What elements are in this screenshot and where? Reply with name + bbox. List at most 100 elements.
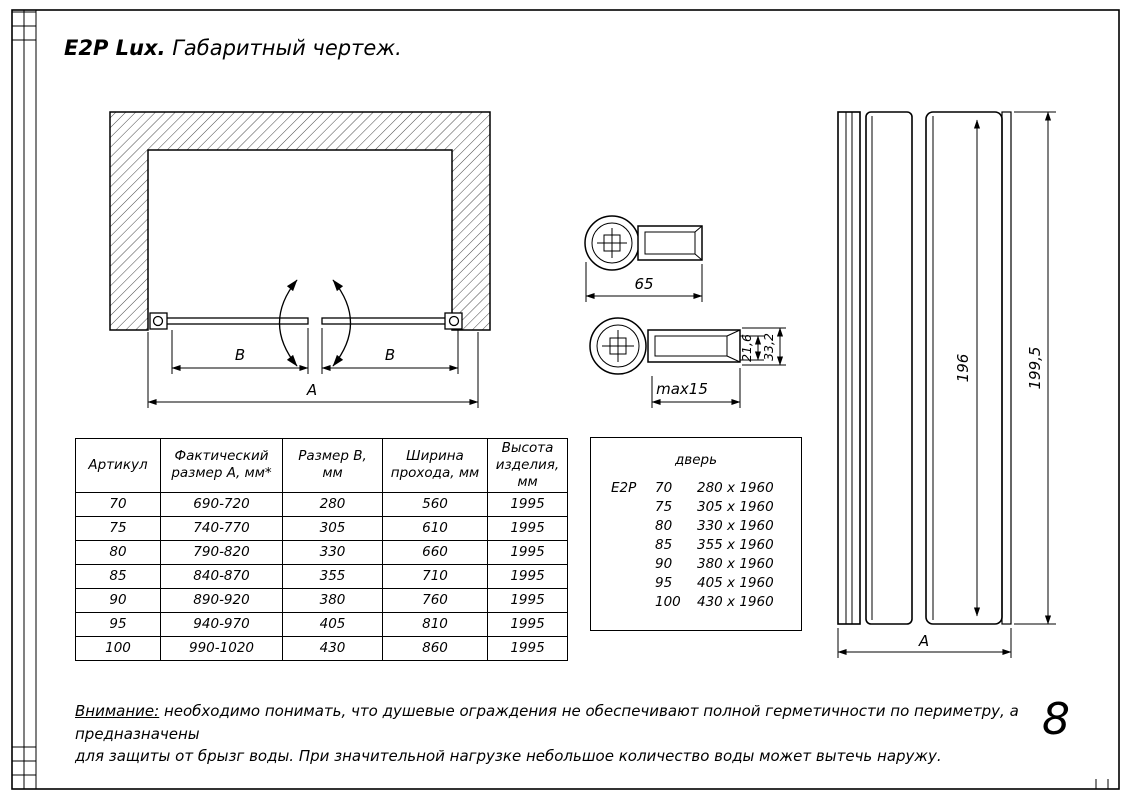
door-size-row: 100 430 x 1960	[591, 593, 801, 612]
col-header-article: Артикул	[75, 438, 161, 493]
door-dims: 380 x 1960	[697, 556, 774, 572]
profile-section-top	[584, 215, 703, 271]
dim-profile-max: max15	[656, 380, 708, 398]
table-cell: 990-1020	[160, 635, 283, 661]
dim-a-side: A	[918, 632, 929, 650]
door-dims: 280 x 1960	[697, 480, 774, 496]
door-size: 100	[655, 594, 681, 610]
door-series	[611, 517, 655, 536]
table-cell: 90	[75, 587, 161, 613]
table-cell: 1995	[487, 635, 568, 661]
table-cell: 1995	[487, 611, 568, 637]
col-header-height: Высота изделия, мм	[487, 438, 568, 493]
dim-a-plan: A	[306, 381, 317, 399]
door-size: 80	[655, 518, 673, 534]
table-cell: 610	[382, 515, 488, 541]
table-cell: 330	[282, 539, 383, 565]
dim-b-right: B	[385, 346, 395, 364]
door-size: 85	[655, 537, 673, 553]
table-cell: 560	[382, 491, 488, 517]
table-cell: 740-770	[160, 515, 283, 541]
dim-profile-inner: 21,6	[739, 334, 754, 362]
warning-label: Внимание:	[75, 702, 160, 720]
dim-side-inner-height: 196	[954, 354, 972, 383]
table-cell: 430	[282, 635, 383, 661]
door-series	[611, 574, 655, 593]
plan-view-doors	[149, 312, 463, 330]
size-table: Артикул Фактический размер А, мм* Размер…	[75, 438, 568, 661]
table-cell: 790-820	[160, 539, 283, 565]
table-cell: 355	[282, 563, 383, 589]
door-series	[611, 498, 655, 517]
dim-profile-width: 65	[634, 275, 653, 293]
table-cell: 85	[75, 563, 161, 589]
table-cell: 95	[75, 611, 161, 637]
door-box-title: дверь	[674, 452, 718, 468]
title-rest: Габаритный чертеж.	[165, 36, 402, 60]
table-cell: 940-970	[160, 611, 283, 637]
col-header-size-a: Фактический размер А, мм*	[160, 438, 283, 493]
size-table-header-row: Артикул Фактический размер А, мм* Размер…	[75, 438, 568, 493]
door-dims: 430 x 1960	[697, 594, 774, 610]
warning-line1: необходимо понимать, что душевые огражде…	[75, 702, 1019, 743]
table-cell: 890-920	[160, 587, 283, 613]
door-size-row: 90 380 x 1960	[591, 555, 801, 574]
door-series	[611, 536, 655, 555]
table-cell: 405	[282, 611, 383, 637]
door-size-row: E2P 70 280 x 1960	[591, 479, 801, 498]
table-cell: 860	[382, 635, 488, 661]
profile-bottom-dimensions	[651, 327, 786, 408]
door-swing-arcs	[278, 279, 352, 367]
side-view-dimensions	[837, 111, 1056, 658]
door-series	[611, 555, 655, 574]
table-cell: 1995	[487, 515, 568, 541]
plan-dimensions	[147, 328, 479, 408]
table-cell: 660	[382, 539, 488, 565]
dim-profile-outer: 33,2	[761, 333, 776, 361]
table-cell: 810	[382, 611, 488, 637]
profile-section-bottom	[589, 317, 741, 375]
dim-side-outer-height: 199,5	[1026, 347, 1044, 390]
door-series: E2P	[611, 480, 637, 496]
plan-view-wall	[109, 111, 491, 331]
table-cell: 80	[75, 539, 161, 565]
table-cell: 1995	[487, 539, 568, 565]
page-title: E2P Lux. Габаритный чертеж.	[64, 36, 402, 60]
table-cell: 75	[75, 515, 161, 541]
page-number: 8	[1042, 694, 1070, 745]
table-cell: 690-720	[160, 491, 283, 517]
side-view	[837, 111, 1012, 625]
table-cell: 840-870	[160, 563, 283, 589]
table-cell: 710	[382, 563, 488, 589]
dim-b-left: B	[235, 346, 245, 364]
table-cell: 380	[282, 587, 383, 613]
table-cell: 70	[75, 491, 161, 517]
table-cell: 305	[282, 515, 383, 541]
sheet-frame	[11, 9, 1120, 790]
door-size: 70	[655, 480, 673, 496]
table-cell: 1995	[487, 587, 568, 613]
table-cell: 1995	[487, 491, 568, 517]
col-header-passage: Ширина прохода, мм	[382, 438, 488, 493]
door-dims: 405 x 1960	[697, 575, 774, 591]
profile-top-dimension	[585, 262, 703, 302]
door-series	[611, 593, 655, 612]
door-size: 90	[655, 556, 673, 572]
model-name: E2P Lux.	[64, 36, 166, 60]
table-cell: 100	[75, 635, 161, 661]
table-cell: 760	[382, 587, 488, 613]
